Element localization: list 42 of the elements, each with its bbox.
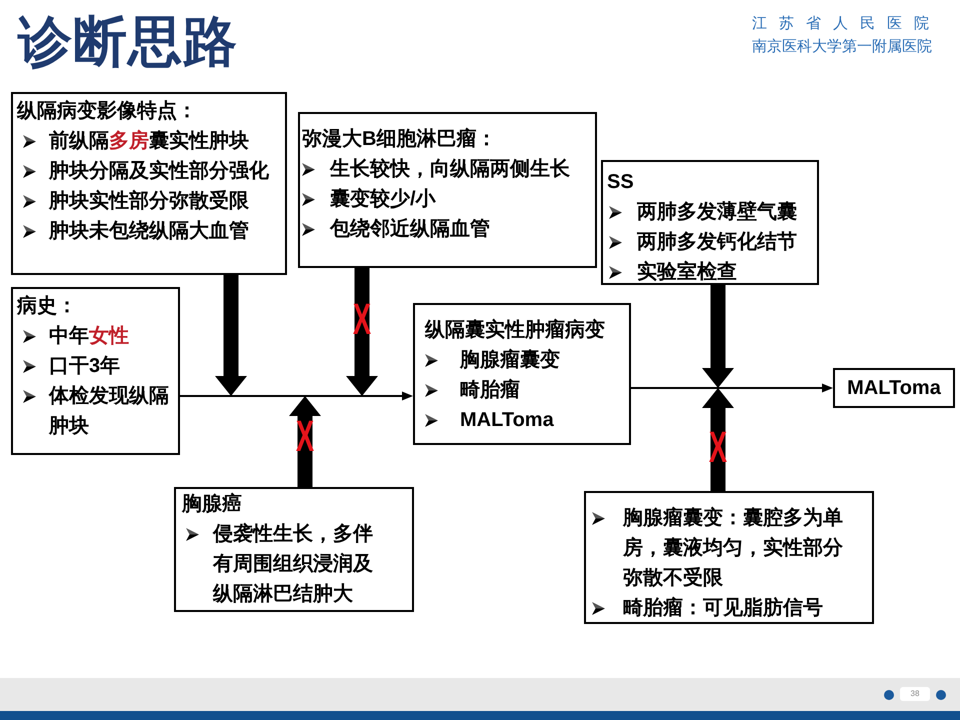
text-box [11, 92, 287, 275]
arrow [180, 392, 413, 400]
text-box [298, 112, 597, 268]
box-heading: 病史： [17, 294, 77, 319]
block-arrow [702, 285, 734, 388]
text-box [174, 487, 414, 612]
bullet-text: 口干3年 [49, 354, 122, 379]
bullet-text: 畸胎瘤：可见脂肪信号 [623, 596, 824, 621]
box-heading: 弥漫大B细胞淋巴瘤： [302, 126, 496, 152]
bullet-text: 肿块分隔及实性部分强化 [49, 158, 269, 184]
arrow [631, 384, 833, 392]
bullet-text: 体检发现纵隔肿块 [49, 384, 170, 439]
bullet-text: 两肺多发薄壁气囊 [637, 200, 797, 225]
bullet-text: 实验室检查 [637, 260, 737, 285]
bullet-text: 前纵隔多房囊实性肿块 [49, 128, 249, 154]
bullet-text: 中年女性 [49, 324, 130, 349]
bullet-text: 两肺多发钙化结节 [637, 230, 797, 255]
bullet-text: 畸胎瘤 [460, 378, 520, 403]
bullet-text: 包绕邻近纵隔血管 [330, 217, 490, 242]
box-heading: 纵隔囊实性肿瘤病变 [425, 318, 605, 343]
text-box [833, 368, 955, 408]
bullet-text: 侵袭性生长，多伴有周围组织浸润及纵隔淋巴结肿大 [213, 522, 374, 607]
hospital-name: 江苏省人民医院 [752, 14, 941, 32]
page-number: 38 [900, 687, 930, 701]
box-heading: SS [607, 170, 634, 195]
bullet-text: 生长较快，向纵隔两侧生长 [330, 157, 570, 182]
bullet-text: 肿块实性部分弥散受限 [49, 188, 249, 214]
box-heading: 胸腺癌 [182, 492, 242, 517]
slide-title: 诊断思路 [18, 11, 238, 74]
bullet-text: 胸腺瘤囊变 [460, 348, 560, 373]
university-name: 南京医科大学第一附属医院 [752, 37, 932, 55]
box-label: MALToma [847, 376, 941, 401]
bullet-text: MALToma [460, 408, 554, 433]
text-box [601, 160, 819, 285]
text-box [413, 303, 631, 445]
text-box [11, 287, 180, 455]
bullet-text: 囊变较少/小 [330, 186, 436, 212]
bullet-text: 肿块未包绕纵隔大血管 [49, 219, 249, 244]
bullet-text: 胸腺瘤囊变：囊腔多为单房，囊液均匀，实性部分弥散不受限 [623, 506, 844, 591]
block-arrow [215, 275, 247, 396]
text-box [584, 491, 874, 624]
box-heading: 纵隔病变影像特点： [17, 98, 197, 124]
